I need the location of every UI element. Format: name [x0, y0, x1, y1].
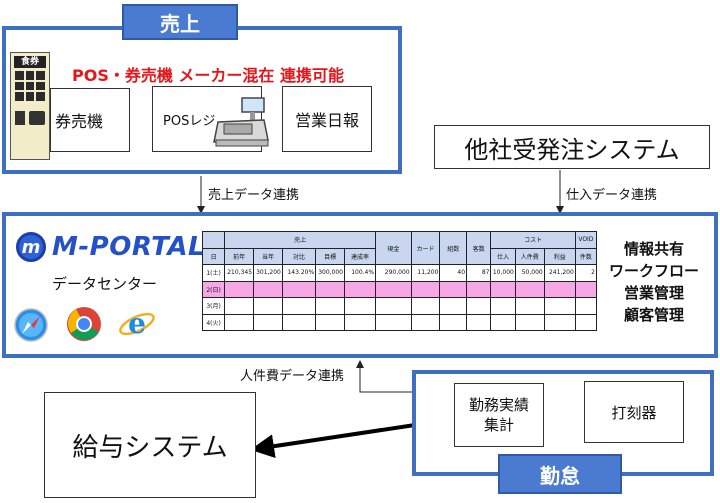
table-cell: 87 [466, 264, 492, 282]
labor-data-link-label: 人件費データ連携 [240, 369, 345, 384]
attendance-summary-line1: 勤務実績 [468, 396, 529, 414]
table-cell: 241,200 [543, 264, 576, 282]
sub-header: 日 [201, 247, 226, 265]
attendance-tab: 勤怠 [498, 454, 622, 494]
attendance-summary-box: 勤務実績 集計 [454, 383, 544, 447]
table-cell: 50,000 [514, 264, 545, 282]
header-cost: コスト [490, 231, 576, 249]
table-cell: 100.4% [343, 264, 377, 282]
sales-data-link-label: 売上データ連携 [208, 188, 300, 203]
vm-buttons [15, 71, 45, 101]
payroll-system-box: 給与システム [44, 392, 256, 498]
table-cell: 3(月) [201, 297, 226, 315]
table-cell: 2 [574, 264, 598, 282]
svg-text:e: e [128, 307, 146, 340]
vm-slot [15, 111, 25, 125]
header-card: カード [410, 231, 441, 265]
feature-info-sharing: 情報共有 [623, 240, 684, 258]
sub-header: 前年 [224, 247, 255, 265]
table-group-header-row: 売上 現金 カード 組数 客数 コスト VOID [201, 231, 598, 265]
internet-explorer-icon: e [119, 307, 155, 340]
sub-header: 件数 [574, 247, 598, 265]
sub-header: 利益 [543, 247, 576, 265]
feature-workflow: ワークフロー [608, 262, 699, 280]
table-cell: 210,345 [224, 264, 255, 282]
vm-slot [29, 111, 45, 125]
header-sales: 売上 [224, 231, 377, 249]
sub-header: 達成率 [343, 247, 377, 265]
table-cell: 143.20% [281, 264, 317, 282]
header-void: VOID [574, 231, 598, 249]
table-sub-header-row: 日 前年 当年 対比 目標 達成率 仕入 人件費 利益 件数 [201, 247, 598, 265]
table-row: 3(月) [201, 297, 598, 315]
pos-register-label: POSレジ [163, 113, 216, 129]
m-portal-text: M-PORTAL [52, 232, 206, 262]
pos-register-icon [213, 97, 269, 147]
table-cell: 1(土) [201, 264, 226, 282]
ticket-machine-box: 券売機 [50, 88, 130, 152]
header-groups: 組数 [439, 231, 468, 265]
purchase-data-link-label: 仕入データ連携 [566, 188, 658, 203]
sales-tab: 売上 [122, 4, 238, 40]
table-cell: 10,000 [490, 264, 516, 282]
feature-customer-management: 顧客管理 [623, 306, 684, 324]
portal-data-table: 売上 現金 カード 組数 客数 コスト VOID 日 前年 当年 対比 目標 達… [201, 231, 598, 331]
table-row: 1(土) 210,345 301,200 143.20% 300,000 100… [201, 264, 598, 282]
feature-sales-management: 営業管理 [623, 284, 684, 302]
daily-report-box: 営業日報 [282, 86, 372, 152]
table-cell: 2(日) [201, 280, 226, 298]
chrome-icon [67, 307, 101, 341]
datacenter-label: データセンター [52, 275, 158, 293]
table-cell: 4(火) [201, 313, 226, 331]
table-row: 4(火) [201, 313, 598, 331]
ticket-machine-icon: 食券 [10, 52, 50, 160]
vm-label: 食券 [14, 56, 46, 68]
header-cash: 現金 [375, 231, 412, 265]
table-cell: 301,200 [253, 264, 283, 282]
table-cell: 300,000 [315, 264, 345, 282]
m-portal-logo: m M-PORTAL [16, 232, 205, 262]
sub-header: 目標 [315, 247, 345, 265]
labor-to-portal-arrow [356, 360, 412, 393]
other-company-order-system: 他社受発注システム [434, 125, 710, 169]
sales-headline: POS・券売機 メーカー混在 連携可能 [72, 66, 344, 85]
safari-icon [14, 308, 48, 342]
sub-header: 仕入 [490, 247, 516, 265]
table-cell: 40 [439, 264, 468, 282]
time-clock-box: 打刻器 [584, 381, 684, 443]
portal-feature-list: 情報共有 ワークフロー 営業管理 顧客管理 [600, 238, 708, 326]
table-row-highlighted: 2(日) [201, 280, 598, 298]
table-cell: 290,000 [375, 264, 412, 282]
sub-header: 対比 [281, 247, 317, 265]
sub-header: 当年 [253, 247, 283, 265]
attendance-summary-line2: 集計 [483, 416, 514, 434]
table-cell: 11,200 [410, 264, 441, 282]
sub-header: 人件費 [514, 247, 545, 265]
header-guests: 客数 [466, 231, 492, 265]
m-portal-mark: m [16, 232, 46, 262]
